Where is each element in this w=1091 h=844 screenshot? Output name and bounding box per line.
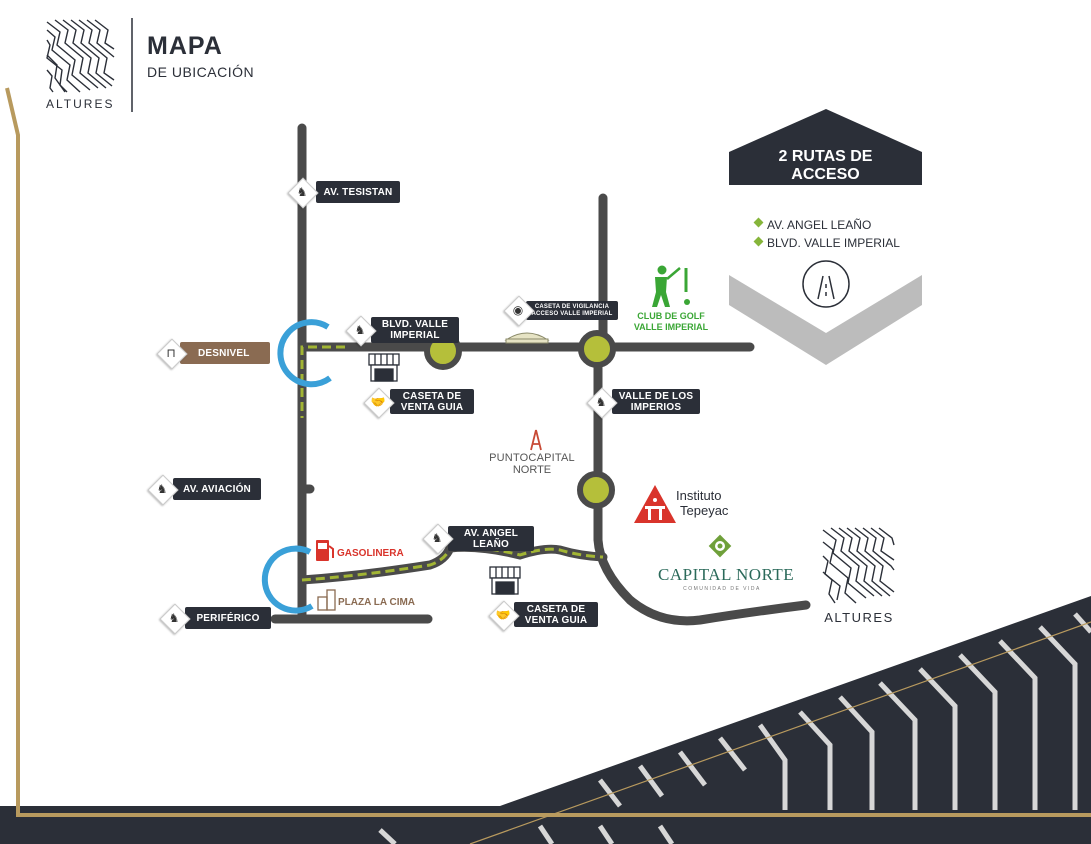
horse-icon: ♞ [289,179,315,205]
page-subtitle: DE UBICACIÓN [147,64,255,80]
handshake-icon: 🤝 [365,389,391,415]
security-camera-icon: ◉ [505,297,531,323]
gold-frame [5,87,1091,817]
horse-icon: ♞ [347,317,373,343]
label-desnivel: DESNIVEL [180,342,270,364]
label-club-golf-1: CLUB DE GOLF [637,311,705,321]
page-title: MAPA [147,32,223,60]
security-booth-icon [504,332,550,344]
label-instituto-1: Instituto [676,488,722,503]
flyover-arc-top [277,319,332,388]
label-capital-norte-tagline: COMUNIDAD DE VIDA [683,586,761,592]
plaza-icon [317,589,336,611]
routes-box-title-1: 2 RUTAS DE [778,148,873,165]
routes-box-title-2: ACCESO [791,166,860,183]
band-stripes [378,612,1091,844]
horse-icon: ♞ [424,525,450,551]
kiosk-icon [489,566,521,595]
label-puntocapital-1: PUNTOCAPITAL [489,452,575,464]
label-capital-norte: CAPITAL NORTE [658,565,795,584]
instituto-tepeyac-logo [634,485,676,523]
puntocapital-logo [530,429,542,451]
label-plaza-la-cima: PLAZA LA CIMA [338,597,416,608]
gas-pump-icon [316,540,334,561]
roundabouts [424,330,616,509]
label-gasolinera: GASOLINERA [337,548,404,559]
horse-icon: ♞ [149,476,175,502]
handshake-icon: 🤝 [490,602,516,628]
route-item-valle-imperial: BLVD. VALLE IMPERIAL [767,236,900,250]
altures-logo-bottom [822,527,895,604]
label-periferico: PERIFÉRICO [185,607,271,629]
flyover-arc-bottom [261,545,314,614]
bottom-dark-band [0,596,1091,844]
label-av-aviacion: AV. AVIACIÓN [173,478,261,500]
band-gold-diagonal [469,621,1091,844]
label-puntocapital-2: NORTE [512,464,552,476]
capital-norte-logo [708,534,732,558]
label-club-golf-2: VALLE IMPERIAL [633,322,709,332]
brand-name: ALTURES [46,97,115,111]
kiosk-icon [368,353,400,382]
label-instituto-2: Tepeyac [680,503,729,518]
route-item-angel-leano: AV. ANGEL LEAÑO [767,218,872,232]
brand-name-bottom: ALTURES [824,610,894,625]
horse-icon: ♞ [161,605,187,631]
horse-icon: ♞ [588,389,614,415]
header-logo-lines [46,19,115,93]
flyover-icon: ⊓ [158,340,184,366]
label-av-tesistan: AV. TESISTAN [316,181,400,203]
routes-box [729,109,922,365]
golfer-icon [652,265,690,307]
